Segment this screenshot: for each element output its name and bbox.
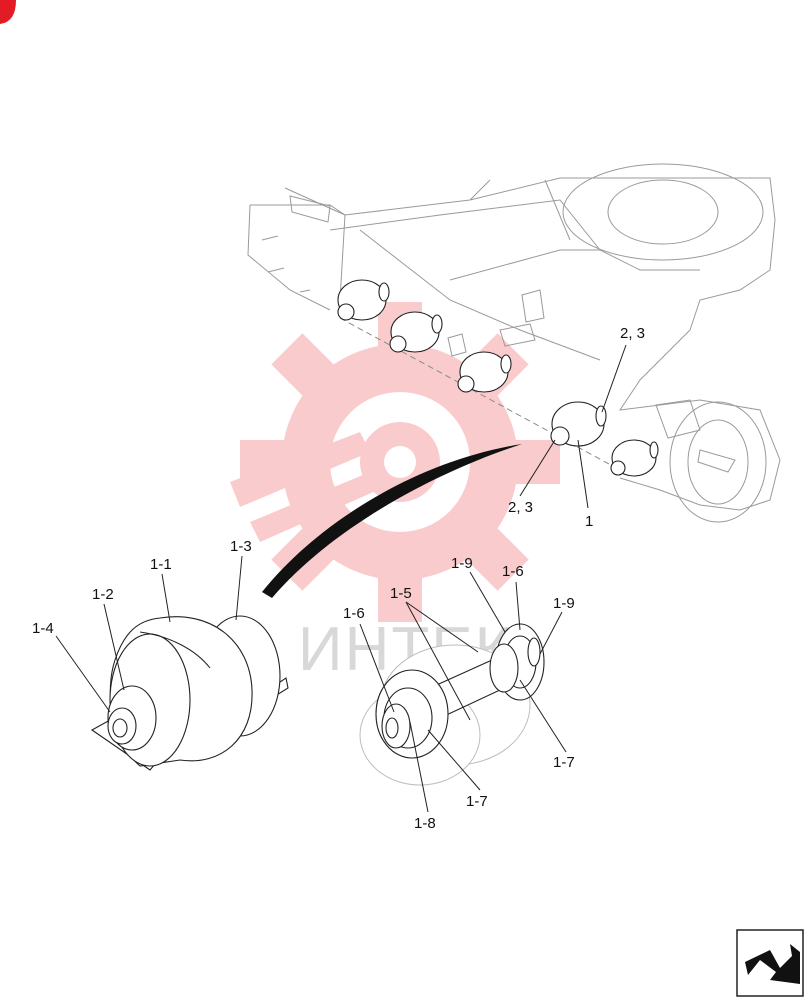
nav-arrow-icon[interactable] (736, 929, 804, 997)
callout-label: 2, 3 (508, 499, 533, 516)
logo-badge-icon (0, 0, 16, 24)
callout-label: 1-8 (414, 815, 436, 832)
callout-label: 1-7 (466, 793, 488, 810)
callout-label: 1-3 (230, 538, 252, 555)
callout-label: 1-4 (32, 620, 54, 637)
callout-label: 1-9 (451, 555, 473, 572)
callout-label: 1-7 (553, 754, 575, 771)
leader-lines (55, 344, 627, 813)
installed-roller (337, 279, 390, 321)
callout-label: 1-1 (150, 556, 172, 573)
callout-label: 1-5 (390, 585, 412, 602)
callout-label: 2, 3 (620, 325, 645, 342)
callout-label: 1-2 (92, 586, 114, 603)
installed-roller (610, 439, 659, 477)
callout-label: 1-6 (343, 605, 365, 622)
installed-roller (550, 401, 607, 447)
callout-label: 1-6 (502, 563, 524, 580)
callout-label: 1 (585, 513, 593, 530)
roller-assembly (90, 615, 289, 771)
shaft-assembly (359, 623, 545, 786)
installed-roller (457, 351, 512, 393)
callout-labels: 2, 3 2, 3 1 1-1 1-3 1-2 1-4 1-5 1-6 1-6 … (32, 325, 645, 832)
installed-roller (389, 311, 443, 353)
callout-label: 1-9 (553, 595, 575, 612)
track-frame (247, 163, 781, 523)
